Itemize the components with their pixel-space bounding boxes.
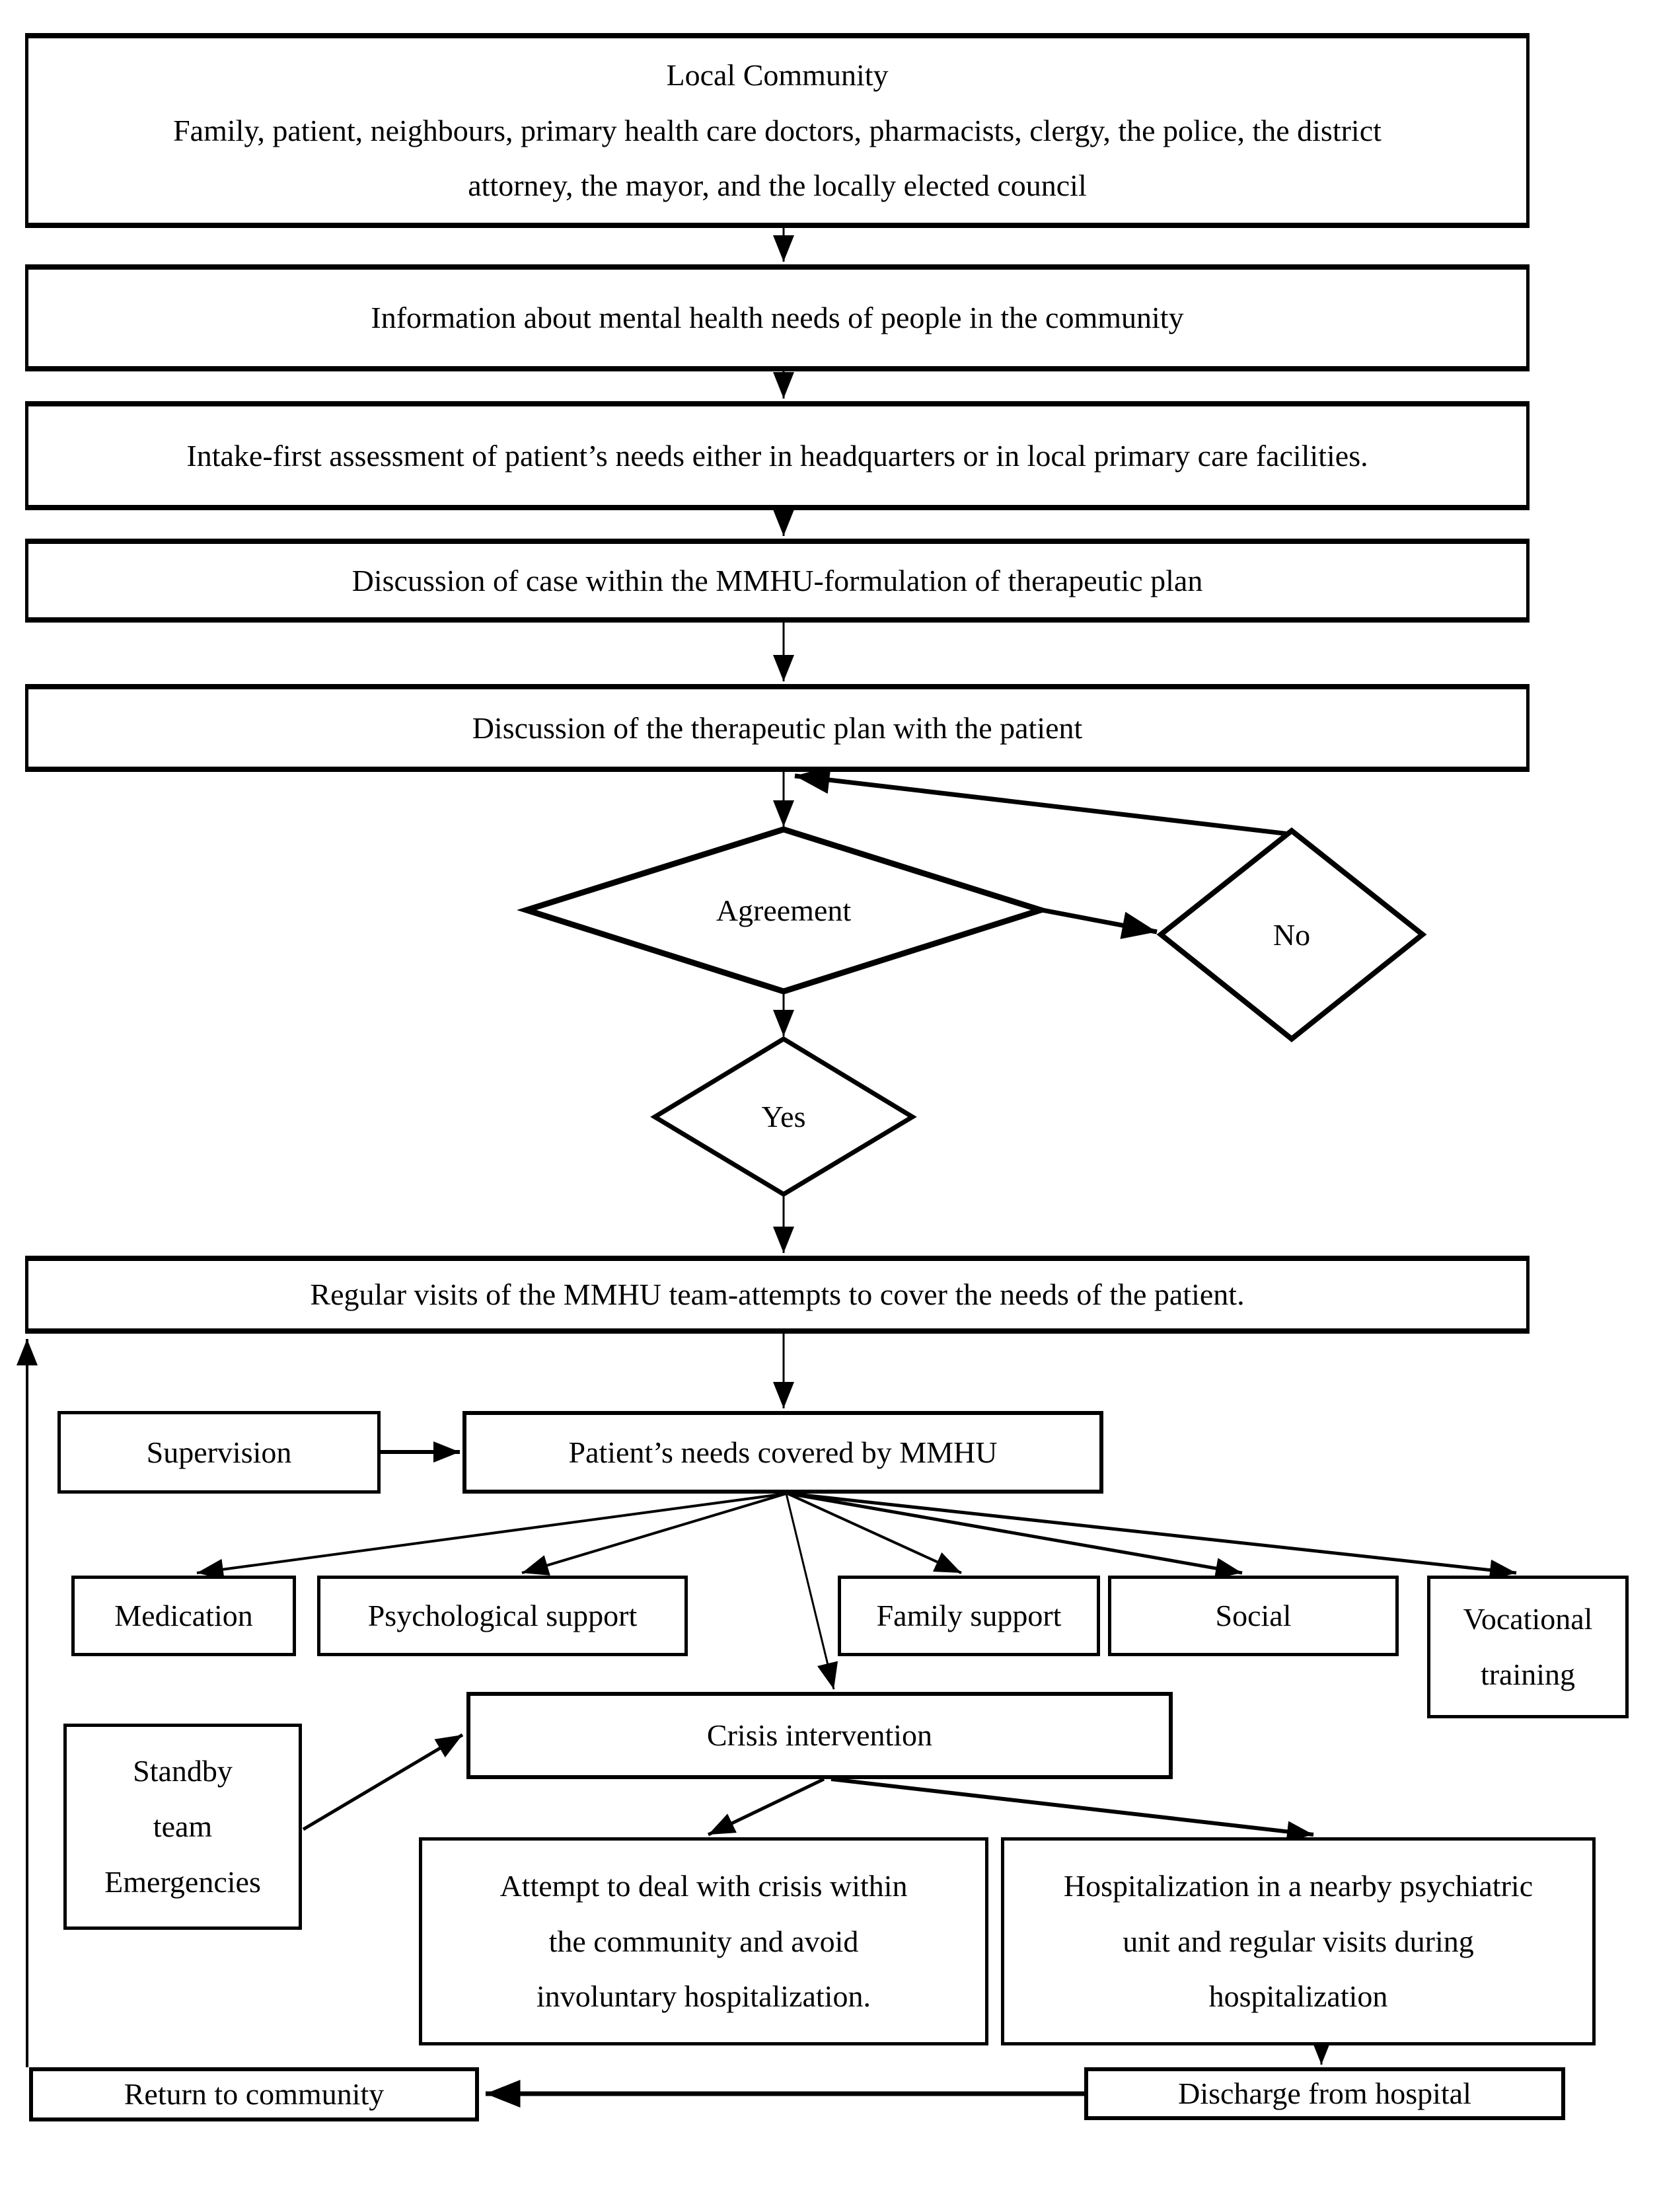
- node-case-discussion: Discussion of case within the MMHU-formu…: [25, 539, 1530, 623]
- agreement-label: Agreement: [716, 893, 852, 927]
- node-regular-visits: Regular visits of the MMHU team-attempts…: [25, 1256, 1530, 1334]
- node-discharge: Discharge from hospital: [1084, 2067, 1565, 2120]
- arrow-crisis-to-community-attempt: [707, 1777, 825, 1837]
- yes-label: Yes: [761, 1099, 806, 1133]
- arrow-needs-to-crisis: [785, 1493, 838, 1690]
- node-family-support: Family support: [838, 1576, 1100, 1656]
- node-standby-team: Standby team Emergencies: [63, 1724, 302, 1930]
- no-label: No: [1273, 917, 1311, 952]
- yes-diamond: [650, 1036, 917, 1198]
- node-plan-discussion: Discussion of the therapeutic plan with …: [25, 684, 1530, 772]
- node-vocational-training: Vocational training: [1427, 1576, 1629, 1718]
- arrow-needs-to-family: [787, 1492, 962, 1574]
- node-return-to-community: Return to community: [29, 2067, 479, 2121]
- arrow-no-back-to-plan-discussion: [794, 766, 1290, 837]
- no-diamond: [1156, 827, 1427, 1043]
- arrow-needs-to-social: [788, 1492, 1243, 1579]
- arrow-crisis-to-hospitalization: [830, 1777, 1314, 1843]
- node-needs-covered: Patient’s needs covered by MMHU: [462, 1411, 1103, 1494]
- node-community-crisis-attempt: Attempt to deal with crisis within the c…: [419, 1837, 988, 2045]
- node-local-community: Local Community Family, patient, neighbo…: [25, 33, 1530, 228]
- node-crisis-intervention: Crisis intervention: [466, 1692, 1173, 1779]
- agreement-diamond: [517, 826, 1051, 995]
- arrow-agreement-to-no: [1038, 907, 1158, 939]
- node-psychological-support: Psychological support: [317, 1576, 688, 1656]
- node-hospitalization: Hospitalization in a nearby psychiatric …: [1001, 1837, 1596, 2045]
- arrow-needs-to-medication: [196, 1492, 787, 1580]
- node-social: Social: [1108, 1576, 1399, 1656]
- arrow-needs-to-psychological: [521, 1492, 787, 1576]
- node-intake-assessment: Intake-first assessment of patient’s nee…: [25, 401, 1530, 510]
- arrow-standby-to-crisis: [302, 1733, 464, 1831]
- node-supervision: Supervision: [57, 1411, 381, 1494]
- node-information: Information about mental health needs of…: [25, 264, 1530, 371]
- node-medication: Medication: [71, 1576, 296, 1656]
- arrow-needs-to-vocational: [790, 1492, 1517, 1581]
